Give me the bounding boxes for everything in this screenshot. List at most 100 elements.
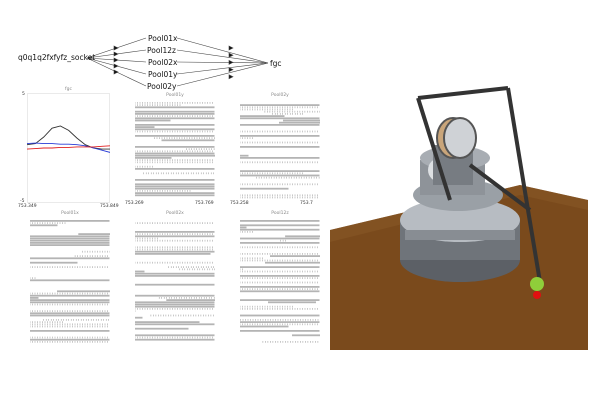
arrowhead-icon (228, 59, 234, 65)
spike-row (168, 266, 214, 268)
spike-row (143, 172, 214, 175)
series-line-blue (27, 142, 110, 153)
spike-row (135, 187, 215, 190)
spike-row (135, 239, 213, 242)
spike-row (240, 237, 320, 240)
spike-row (30, 338, 110, 341)
spike-row (135, 146, 215, 148)
spike-row (135, 126, 155, 128)
spike-row (135, 102, 213, 104)
robot-base (400, 117, 520, 282)
spike-row (240, 270, 318, 273)
spike-row (240, 124, 320, 126)
series-line-red (27, 145, 110, 150)
spike-raster (135, 102, 215, 197)
x-tick-label: 753.849 (100, 204, 119, 209)
spike-row (135, 323, 215, 326)
spike-row (30, 237, 110, 240)
spike-row (135, 246, 213, 249)
spike-row (135, 301, 215, 304)
spike-row (240, 174, 320, 177)
spike-row (240, 319, 319, 321)
spike-row (135, 168, 215, 170)
spike-row (280, 239, 286, 242)
spike-row (30, 312, 110, 315)
spike-row (240, 196, 318, 199)
spike-row (135, 192, 215, 194)
spike-row (135, 130, 213, 133)
spike-row (135, 128, 215, 131)
spike-row (240, 228, 320, 231)
arrowhead-icon (228, 74, 234, 80)
spike-row (135, 119, 171, 122)
spike-row (30, 222, 66, 224)
spike-raster (240, 104, 320, 199)
spike-row (135, 253, 211, 255)
spike-row (135, 283, 215, 286)
spike-row (240, 106, 318, 109)
x-tick-label: 753.258 (230, 201, 249, 206)
spike-row (279, 121, 320, 124)
arrowhead-icon (228, 45, 234, 51)
spike-row (240, 288, 318, 290)
spike-row (240, 183, 318, 186)
spike-row (186, 148, 215, 150)
spike-row (30, 321, 63, 323)
spike-row (30, 297, 39, 299)
spike-row (265, 261, 320, 264)
arrowhead-icon (113, 63, 119, 69)
arrowhead-icon (113, 57, 119, 63)
spike-row (240, 321, 320, 323)
spike-row (240, 135, 320, 137)
spike-row (30, 235, 110, 238)
spike-row (240, 275, 320, 277)
spike-row (135, 135, 215, 137)
target-ball (533, 291, 541, 299)
arrowhead-icon (228, 52, 234, 58)
raster-title: Pool01y (166, 93, 184, 98)
raster-title: Pool12z (271, 211, 289, 216)
spike-row (30, 244, 110, 246)
spike-row (285, 235, 320, 238)
spike-row (30, 301, 110, 304)
spike-row (135, 183, 215, 186)
spike-row (135, 113, 215, 115)
spike-row (30, 294, 110, 297)
spike-row (292, 334, 320, 337)
spike-row (240, 137, 253, 139)
spike-row (240, 330, 320, 332)
spike-row (154, 137, 215, 139)
spike-row (240, 286, 320, 288)
x-tick-label: 753.269 (125, 201, 144, 206)
x-tick-label: 753.7 (300, 201, 313, 206)
spike-row (30, 239, 110, 242)
spike-row (240, 253, 318, 255)
spike-row (135, 154, 215, 157)
spike-row (240, 242, 320, 244)
spike-row (240, 170, 320, 172)
plot-title: fgc (65, 87, 72, 92)
spike-row (240, 194, 318, 197)
spike-row (30, 325, 108, 328)
arrowhead-icon (113, 69, 119, 75)
end-effector-ball (530, 277, 544, 291)
spike-row (30, 257, 110, 260)
spike-row (264, 110, 320, 113)
spike-row (30, 266, 108, 268)
spike-row (240, 220, 320, 222)
spike-row (135, 316, 143, 319)
spike-row (240, 231, 253, 233)
spike-row (135, 115, 213, 117)
spike-row (240, 308, 318, 310)
graph-node-pool: Pool12z (147, 46, 176, 55)
spike-row (179, 268, 215, 271)
spike-row (135, 165, 153, 168)
spike-row (74, 255, 108, 257)
spike-row (135, 179, 215, 181)
spike-row (82, 250, 110, 253)
spike-row (135, 237, 158, 240)
spike-row (240, 266, 320, 268)
x-tick-label: 753.349 (18, 204, 37, 209)
raster-title: Pool02x (166, 211, 184, 216)
